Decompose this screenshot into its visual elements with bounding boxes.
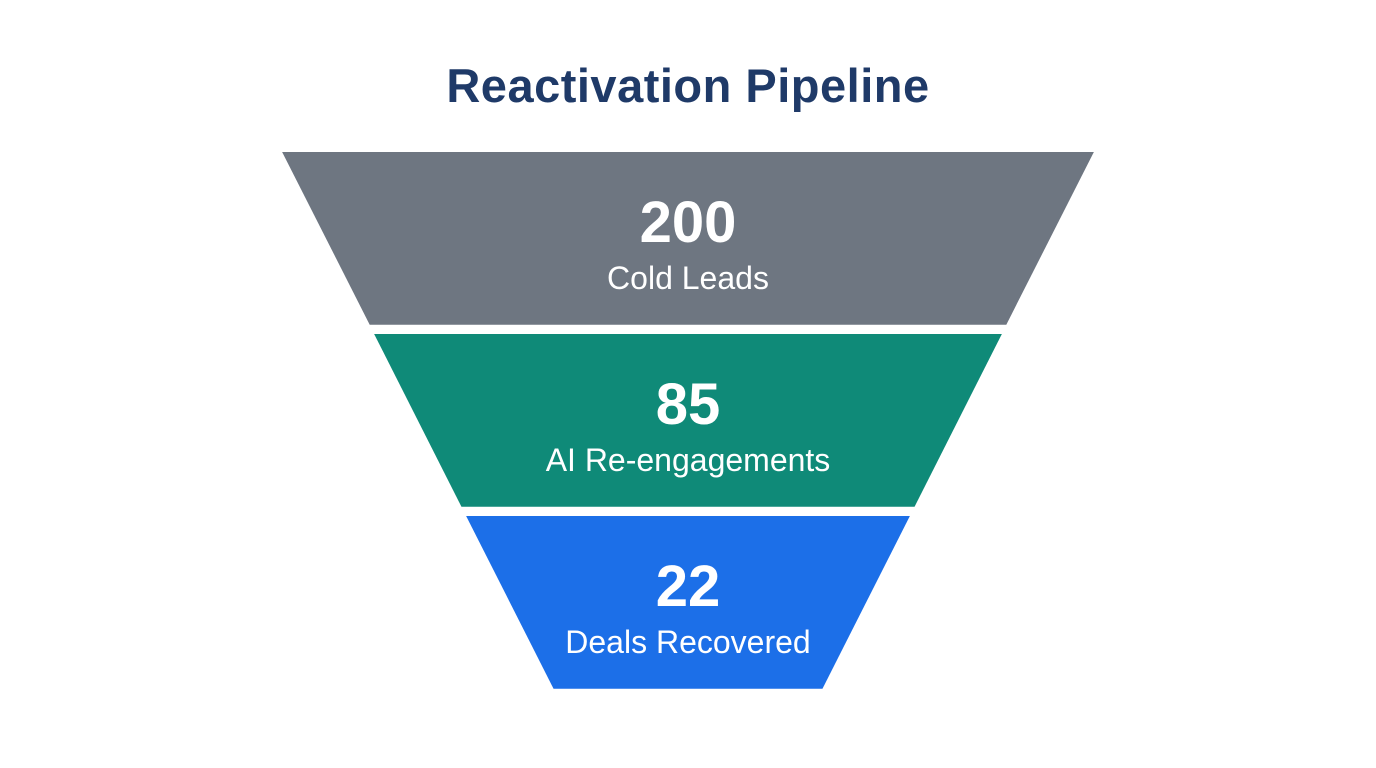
- stage-value: 200: [639, 189, 737, 255]
- stage-value: 85: [655, 371, 721, 437]
- funnel-stage-ai-re-engagements: 85 AI Re-engagements: [373, 333, 1003, 507]
- stage-label: AI Re-engagements: [545, 442, 831, 479]
- chart-title: Reactivation Pipeline: [446, 59, 930, 112]
- stage-value: 22: [655, 553, 721, 619]
- funnel-stage-cold-leads: 200 Cold Leads: [282, 151, 1094, 325]
- stage-label: Deals Recovered: [565, 624, 811, 661]
- funnel-stage-deals-recovered: 22 Deals Recovered: [465, 515, 911, 689]
- stage-label: Cold Leads: [607, 260, 769, 297]
- funnel: 200 Cold Leads 85 AI Re-engagements 22 D…: [282, 151, 1094, 692]
